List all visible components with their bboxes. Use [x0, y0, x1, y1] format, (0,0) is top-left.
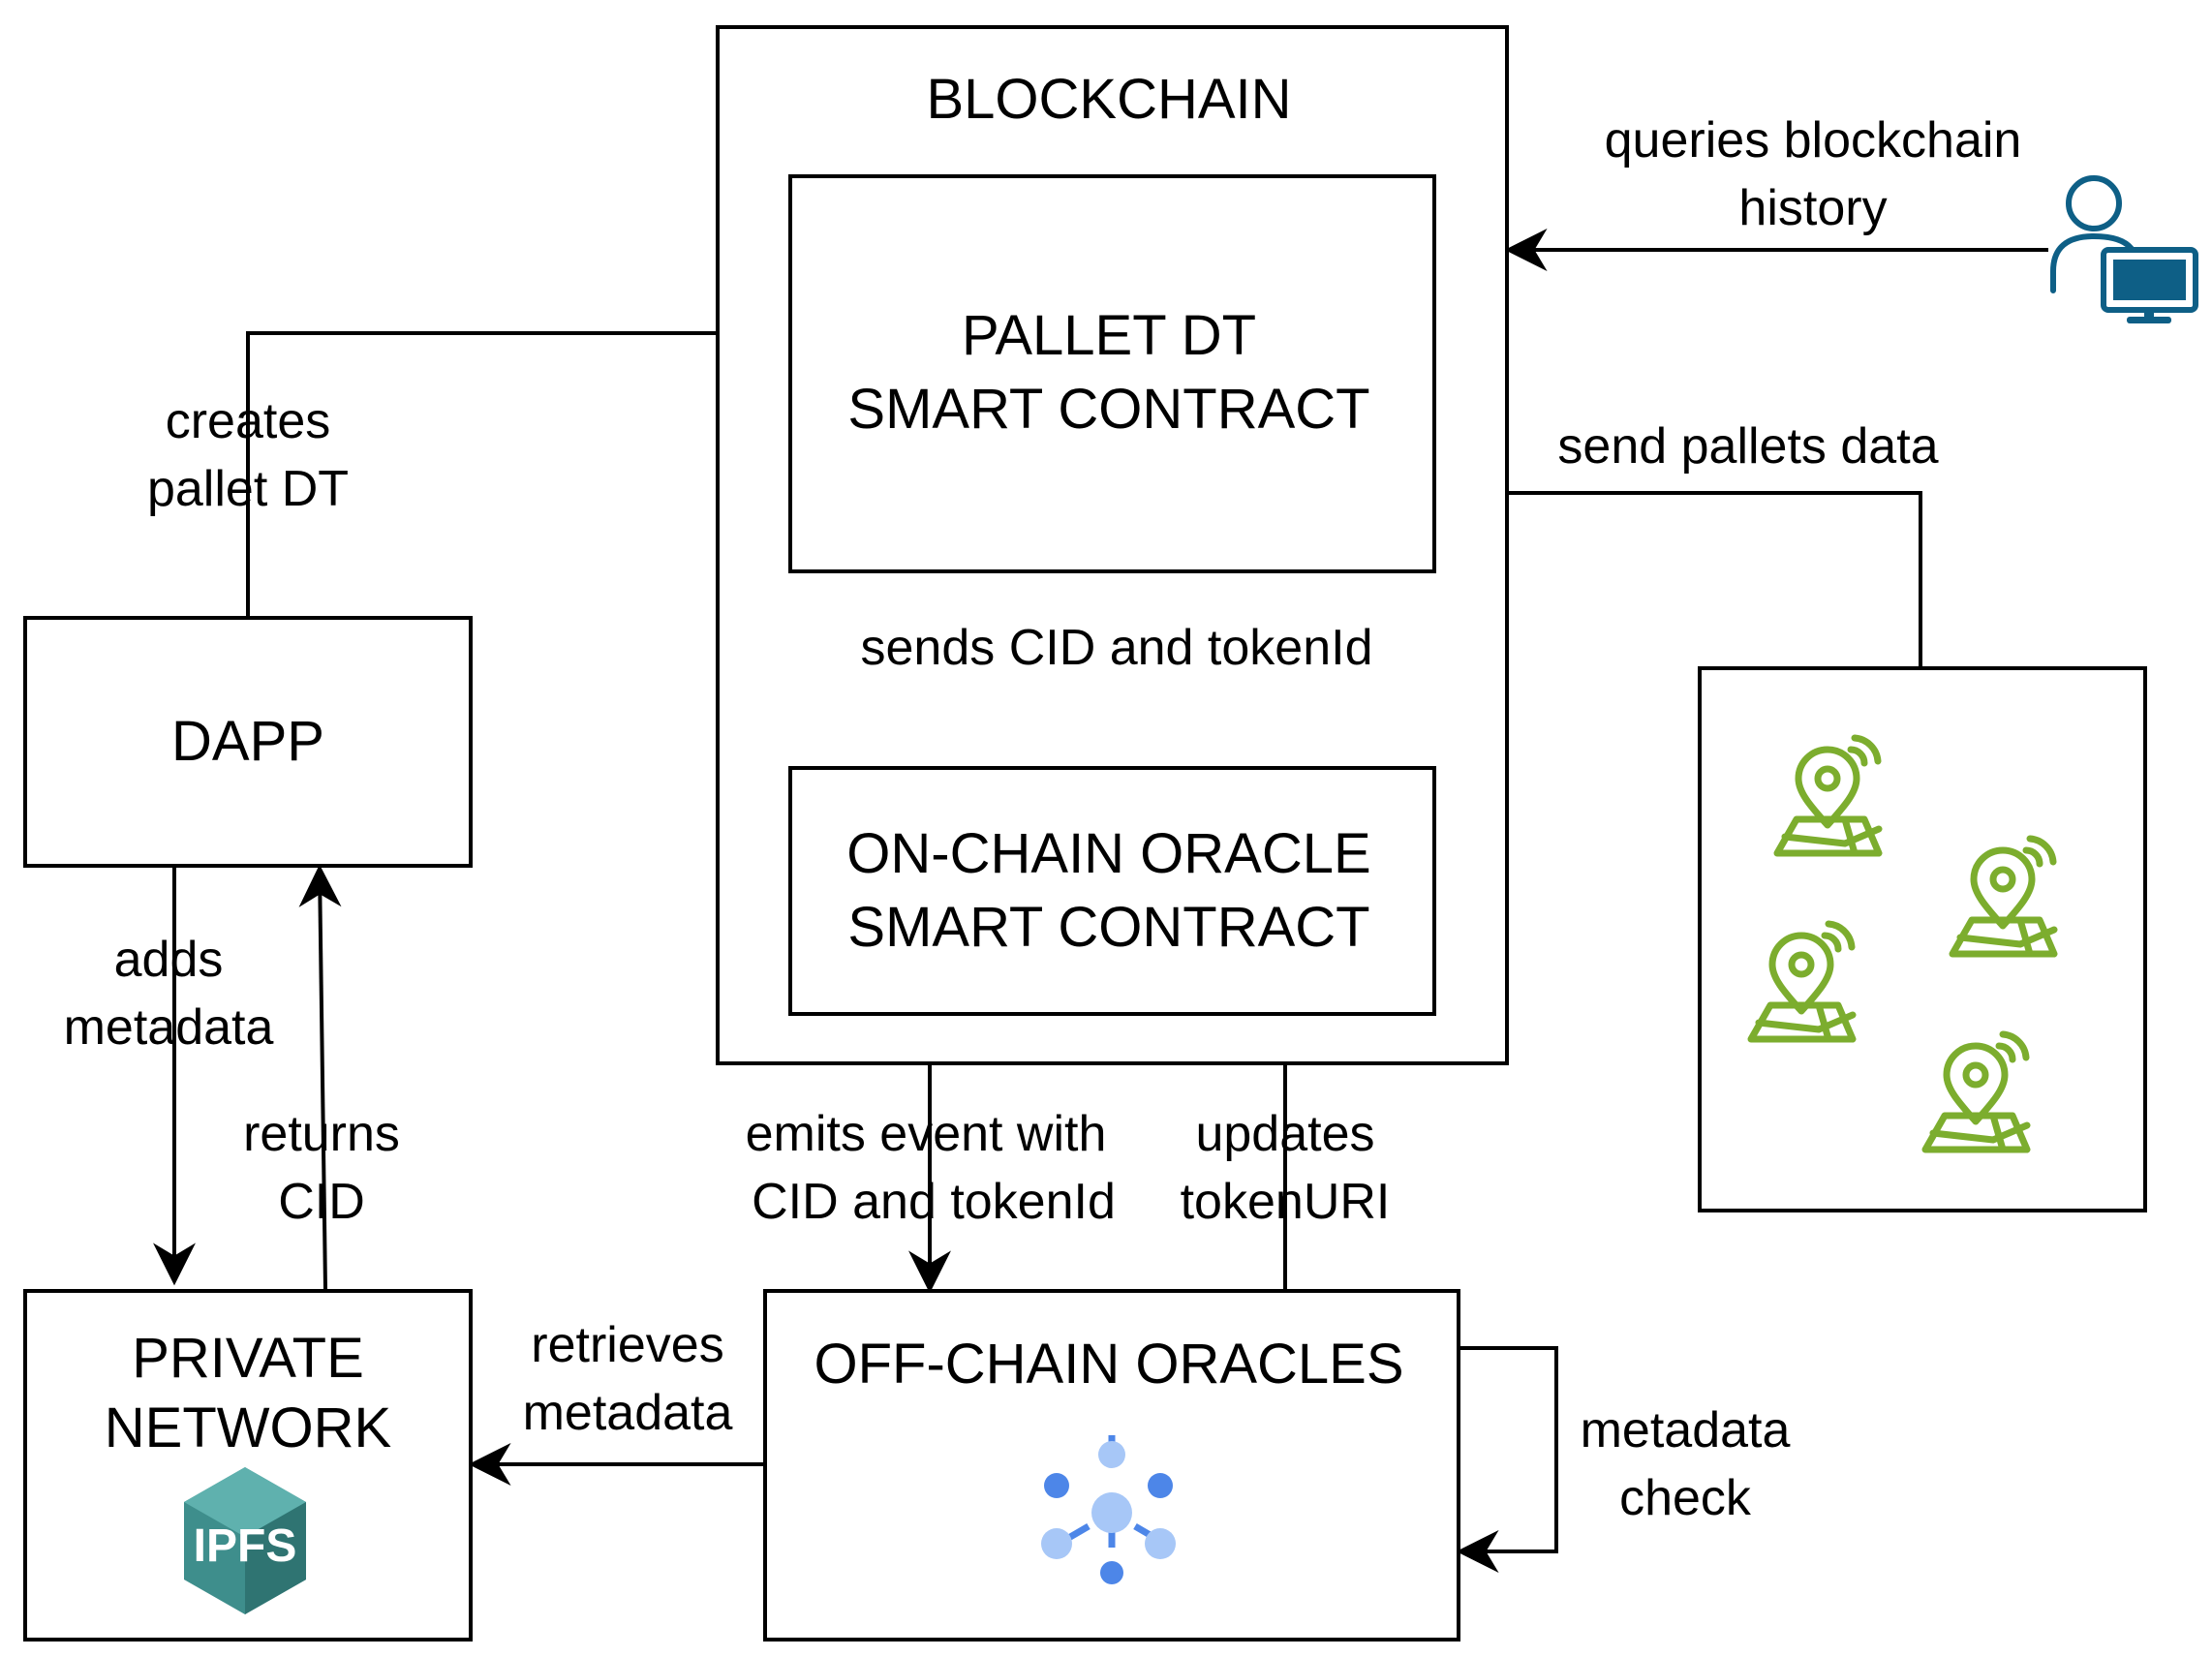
metadata-check-label-2: check	[1619, 1470, 1752, 1526]
sends-cid-tokenid-label: sends CID and tokenId	[861, 620, 1373, 676]
dapp-box	[23, 616, 473, 868]
ipfs-logo: IPFS	[184, 1467, 306, 1614]
edge-metadata-check	[1456, 1346, 1558, 1573]
blockchain-title: BLOCKCHAIN	[926, 68, 1291, 131]
offchain-oracles-label: OFF-CHAIN ORACLES	[814, 1333, 1403, 1396]
onchain-oracle-label-line2: SMART CONTRACT	[847, 896, 1369, 959]
send-pallets-data-label: send pallets data	[1557, 418, 1938, 475]
pallet-dt-box	[788, 174, 1436, 573]
edge-send-pallets-data	[1429, 472, 1922, 666]
gps-devices-box	[1698, 666, 2147, 1212]
edge-creates-pallet-dt	[246, 312, 791, 618]
returns-cid-label-1: returns	[243, 1106, 400, 1162]
retrieves-metadata-label-2: metadata	[523, 1385, 733, 1441]
updates-tokenuri-label-1: updates	[1195, 1106, 1374, 1162]
metadata-check-label-1: metadata	[1581, 1402, 1791, 1458]
adds-metadata-label-1: adds	[114, 932, 224, 988]
pallet-dt-label-line2: SMART CONTRACT	[847, 378, 1369, 441]
creates-pallet-dt-label-1: creates	[166, 393, 331, 449]
returns-cid-label-2: CID	[278, 1174, 365, 1230]
ipfs-logo-text: IPFS	[194, 1520, 297, 1572]
user-computer-icon	[2050, 175, 2198, 323]
adds-metadata-label-2: metadata	[64, 999, 274, 1056]
updates-tokenuri-label-2: tokenURI	[1181, 1174, 1391, 1230]
private-network-label-line1: PRIVATE	[132, 1327, 364, 1390]
onchain-oracle-label-line1: ON-CHAIN ORACLE	[846, 822, 1370, 885]
emits-event-label-1: emits event with	[746, 1106, 1107, 1162]
onchain-oracle-box	[788, 766, 1436, 1016]
queries-history-label-2: history	[1738, 180, 1887, 236]
emits-event-label-2: CID and tokenId	[752, 1174, 1116, 1230]
pallet-dt-label-line1: PALLET DT	[962, 304, 1256, 367]
network-hub-icon	[1041, 1435, 1176, 1584]
private-network-label-line2: NETWORK	[105, 1396, 392, 1459]
retrieves-metadata-label-1: retrieves	[531, 1317, 723, 1373]
edge-returns-cid	[298, 864, 342, 1290]
dapp-label: DAPP	[171, 710, 324, 773]
queries-history-label-1: queries blockchain	[1605, 112, 2022, 169]
creates-pallet-dt-label-2: pallet DT	[147, 461, 349, 517]
